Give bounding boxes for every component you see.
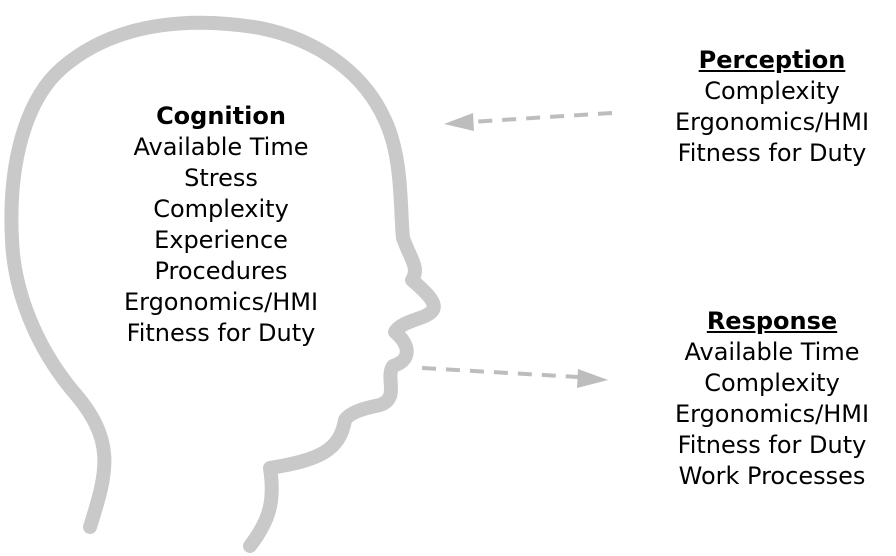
perception-arrow-shaft: [469, 111, 613, 124]
perception-arrow: [444, 111, 613, 131]
perception-heading: Perception: [698, 46, 846, 74]
cognition-item: Fitness for Duty: [126, 319, 316, 347]
response-item: Work Processes: [678, 462, 866, 490]
cognition-item: Stress: [184, 164, 258, 192]
cognition-item: Available Time: [133, 133, 309, 161]
perception-block: Perception Complexity Ergonomics/HMI Fit…: [652, 45, 892, 169]
cognition-item: Procedures: [154, 257, 288, 285]
cognition-item: Complexity: [153, 195, 289, 223]
head-silhouette: [4, 15, 441, 553]
perception-item: Complexity: [704, 77, 840, 105]
response-block: Response Available Time Complexity Ergon…: [652, 306, 892, 492]
perception-item: Fitness for Duty: [677, 139, 867, 167]
perception-arrowhead: [444, 113, 474, 131]
response-arrowhead: [577, 369, 608, 388]
cognition-block: Cognition Available Time Stress Complexi…: [98, 101, 344, 349]
perception-item: Ergonomics/HMI: [674, 108, 870, 136]
response-arrow: [421, 366, 608, 388]
cognition-item: Experience: [154, 226, 288, 254]
response-item: Fitness for Duty: [677, 431, 867, 459]
response-arrow-shaft: [421, 366, 579, 379]
response-heading: Response: [706, 307, 838, 335]
response-item: Ergonomics/HMI: [674, 400, 870, 428]
response-item: Complexity: [704, 369, 840, 397]
response-item: Available Time: [684, 338, 860, 366]
cognition-item: Ergonomics/HMI: [123, 288, 319, 316]
cognition-heading: Cognition: [156, 102, 286, 130]
